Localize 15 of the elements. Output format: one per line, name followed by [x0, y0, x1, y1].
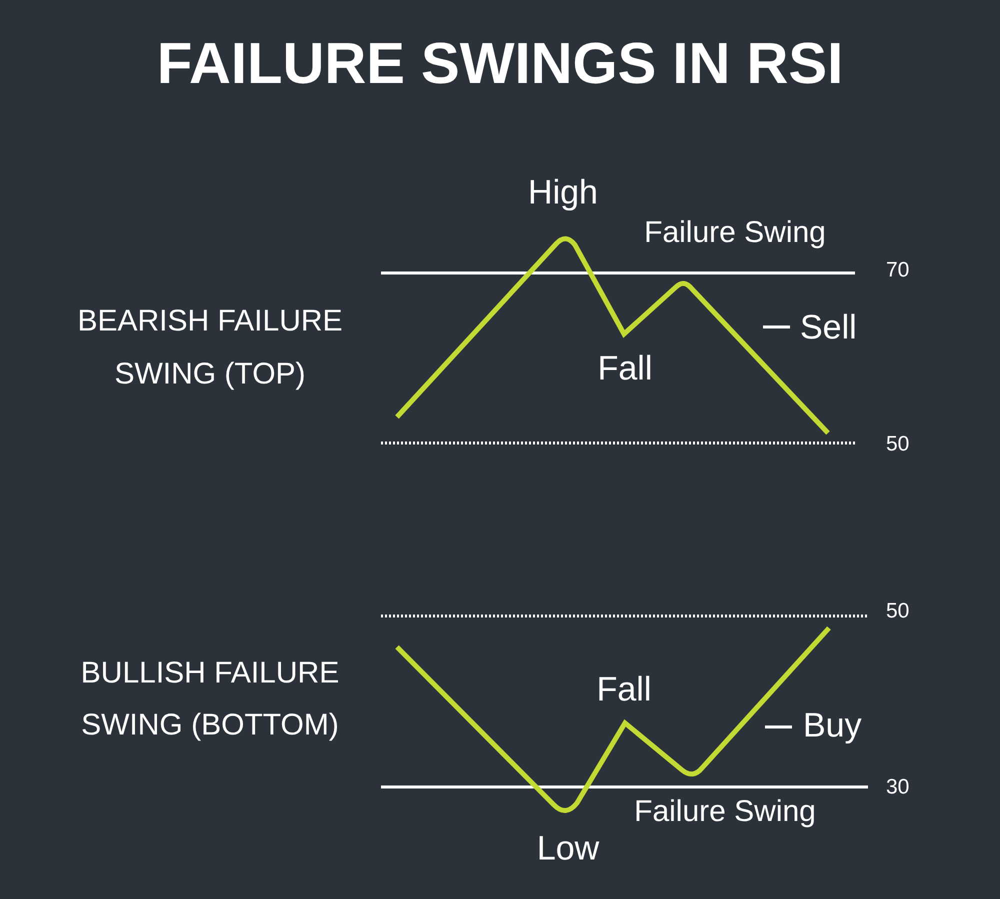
peak-label: High: [528, 172, 598, 214]
trough-label: Low: [536, 828, 600, 870]
axis-value: 50: [886, 598, 910, 624]
title: FAILURE SWINGS IN RSI: [156, 30, 844, 98]
annotation-label: Failure Swing: [644, 215, 826, 251]
signal-label: Buy: [803, 706, 862, 746]
signal-label: Sell: [800, 308, 857, 348]
axis-value: 50: [886, 431, 910, 457]
axis-value: 70: [886, 257, 910, 283]
axis-value: 30: [886, 774, 910, 800]
annotation-label: Fall: [598, 348, 652, 390]
chart-title: BEARISH FAILURE SWING (TOP): [76, 304, 344, 393]
chart-title: BULLISH FAILURE SWING (BOTTOM): [80, 655, 340, 743]
annotation-label: Fall: [596, 670, 652, 710]
annotation-label: Failure Swing: [634, 794, 816, 830]
